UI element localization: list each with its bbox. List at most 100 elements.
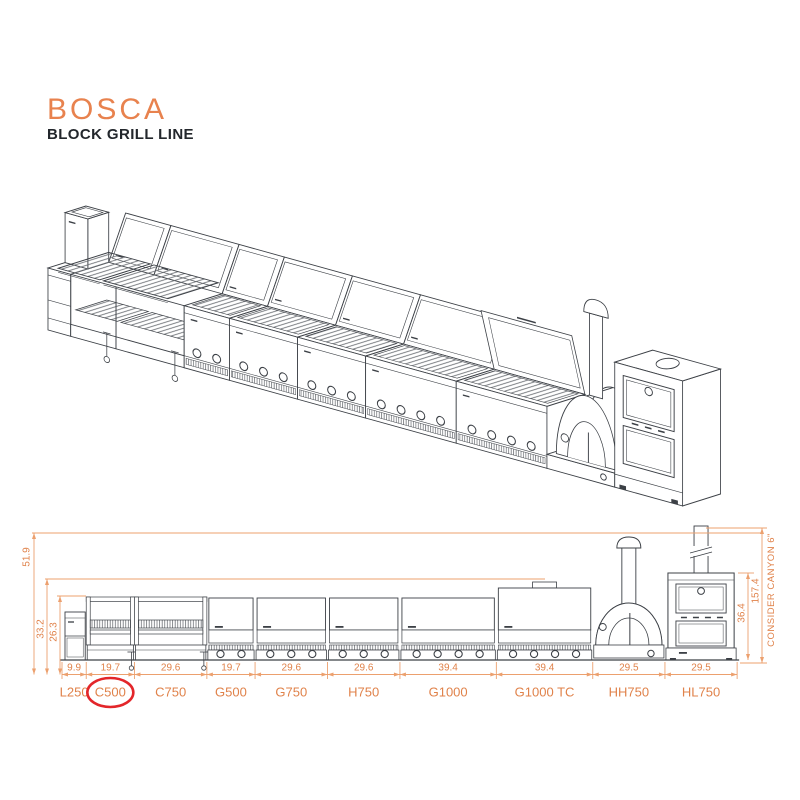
drawing-line (393, 672, 400, 677)
drawing-line (287, 649, 296, 659)
drawing-line (529, 649, 539, 659)
drawing-line (497, 629, 592, 644)
iso-module-c500 (56, 212, 172, 363)
drawing-line (239, 361, 249, 372)
drawing-line (329, 597, 399, 631)
drawing-line (89, 629, 131, 635)
drawing-line (237, 649, 246, 659)
drawing-line (58, 668, 62, 675)
drawing-line (70, 207, 104, 218)
drawing-line (589, 312, 604, 400)
drawing-line (208, 597, 254, 631)
drawing-line (655, 357, 680, 370)
module-label-g1000: G1000 (429, 685, 468, 700)
drawing-line (103, 331, 111, 335)
drawing-line (593, 644, 665, 659)
drawing-line (256, 597, 326, 631)
drawing-line (256, 644, 326, 651)
drawing-line (626, 429, 672, 474)
dim-width-g1000-tc: 39.4 (535, 663, 555, 674)
drawing-line (229, 286, 237, 290)
drawing-line (598, 623, 607, 631)
drawing-line (608, 617, 650, 646)
drawing-line (85, 596, 91, 646)
drawing-line (631, 422, 639, 426)
drawing-line (504, 626, 513, 628)
dim-total-height: 51.9 (22, 547, 33, 567)
drawing-line (697, 587, 705, 595)
drawing-line (62, 672, 68, 677)
drawing-line (192, 348, 202, 359)
elevation-view (60, 525, 740, 671)
drawing-line (338, 280, 415, 339)
dimension-annotations: 9.9L25019.7C50029.6C75019.7G50029.6G7502… (22, 527, 777, 709)
drawing-line (376, 399, 386, 410)
drawing-line (329, 629, 399, 644)
iso-module-g750 (227, 256, 354, 400)
drawing-line (550, 649, 560, 659)
drawing-line (249, 672, 256, 677)
module-label-g750: G750 (275, 685, 307, 700)
drawing-line (231, 370, 296, 395)
drawing-line (658, 429, 665, 434)
drawing-line (372, 345, 489, 379)
drawing-line (475, 649, 484, 659)
drawing-line (66, 637, 84, 658)
drawing-line (490, 672, 497, 677)
drawing-line (256, 629, 326, 644)
drawing-line (367, 408, 455, 439)
drawing-line (678, 623, 724, 644)
drawing-line (190, 318, 198, 323)
drawing-line (134, 596, 139, 646)
drawing-line (86, 644, 134, 661)
dim-body-height: 33.2 (36, 619, 47, 639)
drawing-line (297, 343, 366, 364)
drawing-line (274, 298, 282, 302)
drawing-line (644, 426, 652, 430)
drawing-line (487, 430, 497, 440)
elevation-module-g500 (207, 597, 255, 661)
dim-width-g500: 19.7 (221, 663, 241, 674)
isometric-view (46, 205, 723, 507)
drawing-line (89, 619, 131, 629)
drawing-line (396, 404, 406, 415)
drawing-line (619, 484, 627, 491)
drawing-line (32, 533, 36, 539)
drawing-line (263, 626, 272, 628)
brand-subtitle: BLOCK GRILL LINE (47, 126, 194, 143)
drawing-line (508, 649, 518, 659)
drawing-line (70, 323, 117, 350)
drawing-line (689, 551, 713, 559)
drawing-line (456, 430, 547, 457)
drawing-line (399, 672, 406, 677)
module-label-c500: C500 (95, 685, 126, 700)
drawing-line (726, 658, 733, 661)
drawing-line (760, 657, 764, 663)
drawing-line (586, 672, 593, 677)
drawing-line (56, 251, 152, 281)
drawing-line (401, 597, 495, 631)
drawing-line (532, 581, 557, 589)
drawing-line (647, 649, 655, 658)
drawing-line (401, 644, 495, 651)
drawing-line (225, 248, 278, 301)
elevation-module-g750 (255, 597, 327, 661)
drawing-line (583, 311, 609, 319)
drawing-line (185, 357, 228, 377)
drawing-line (171, 374, 179, 382)
dim-counter-height: 26.3 (49, 622, 60, 642)
drawing-line (456, 387, 547, 414)
brand-title: BOSCA (47, 93, 168, 126)
module-label-c750: C750 (155, 685, 186, 700)
drawing-line (526, 441, 536, 451)
drawing-line (135, 644, 207, 661)
drawing-line (343, 317, 350, 321)
drawing-line (307, 380, 317, 391)
drawing-line (128, 665, 135, 671)
drawing-line (497, 587, 592, 631)
drawing-line (671, 498, 678, 505)
drawing-line (746, 573, 750, 579)
drawing-line (433, 649, 442, 659)
drawing-line (359, 649, 368, 659)
